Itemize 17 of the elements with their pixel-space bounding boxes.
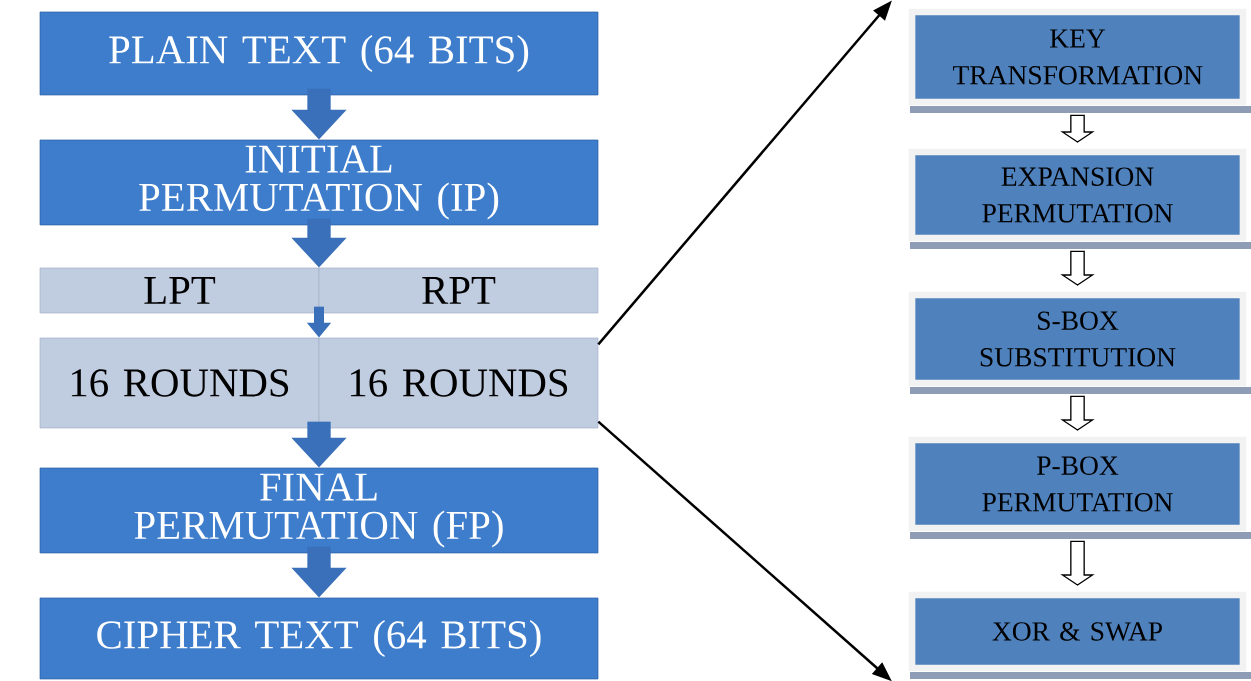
hollow-arrow [1060,250,1095,286]
hollow-arrow [1060,395,1095,431]
process-box: CIPHER TEXT (64 BITS) [39,597,599,680]
hollow-arrow [1060,540,1095,586]
process-box: INITIAL PERMUTATION (IP) [39,139,599,226]
hollow-arrow [1060,114,1095,143]
process-box: RPT [318,267,599,314]
process-box: PLAIN TEXT (64 BITS) [39,11,599,96]
round-box: 16 ROUNDS [39,337,320,429]
step-box: XOR & SWAP [908,591,1251,679]
step-box: KEY TRANSFORMATION [908,8,1251,113]
process-box: LPT [39,267,320,314]
process-box: FINAL PERMUTATION (FP) [39,467,599,554]
step-box: S-BOX SUBSTITUTION [908,291,1251,394]
step-box: EXPANSION PERMUTATION [908,148,1251,249]
step-box: P-BOX PERMUTATION [908,436,1251,539]
round-box: 16 ROUNDS [318,337,599,429]
